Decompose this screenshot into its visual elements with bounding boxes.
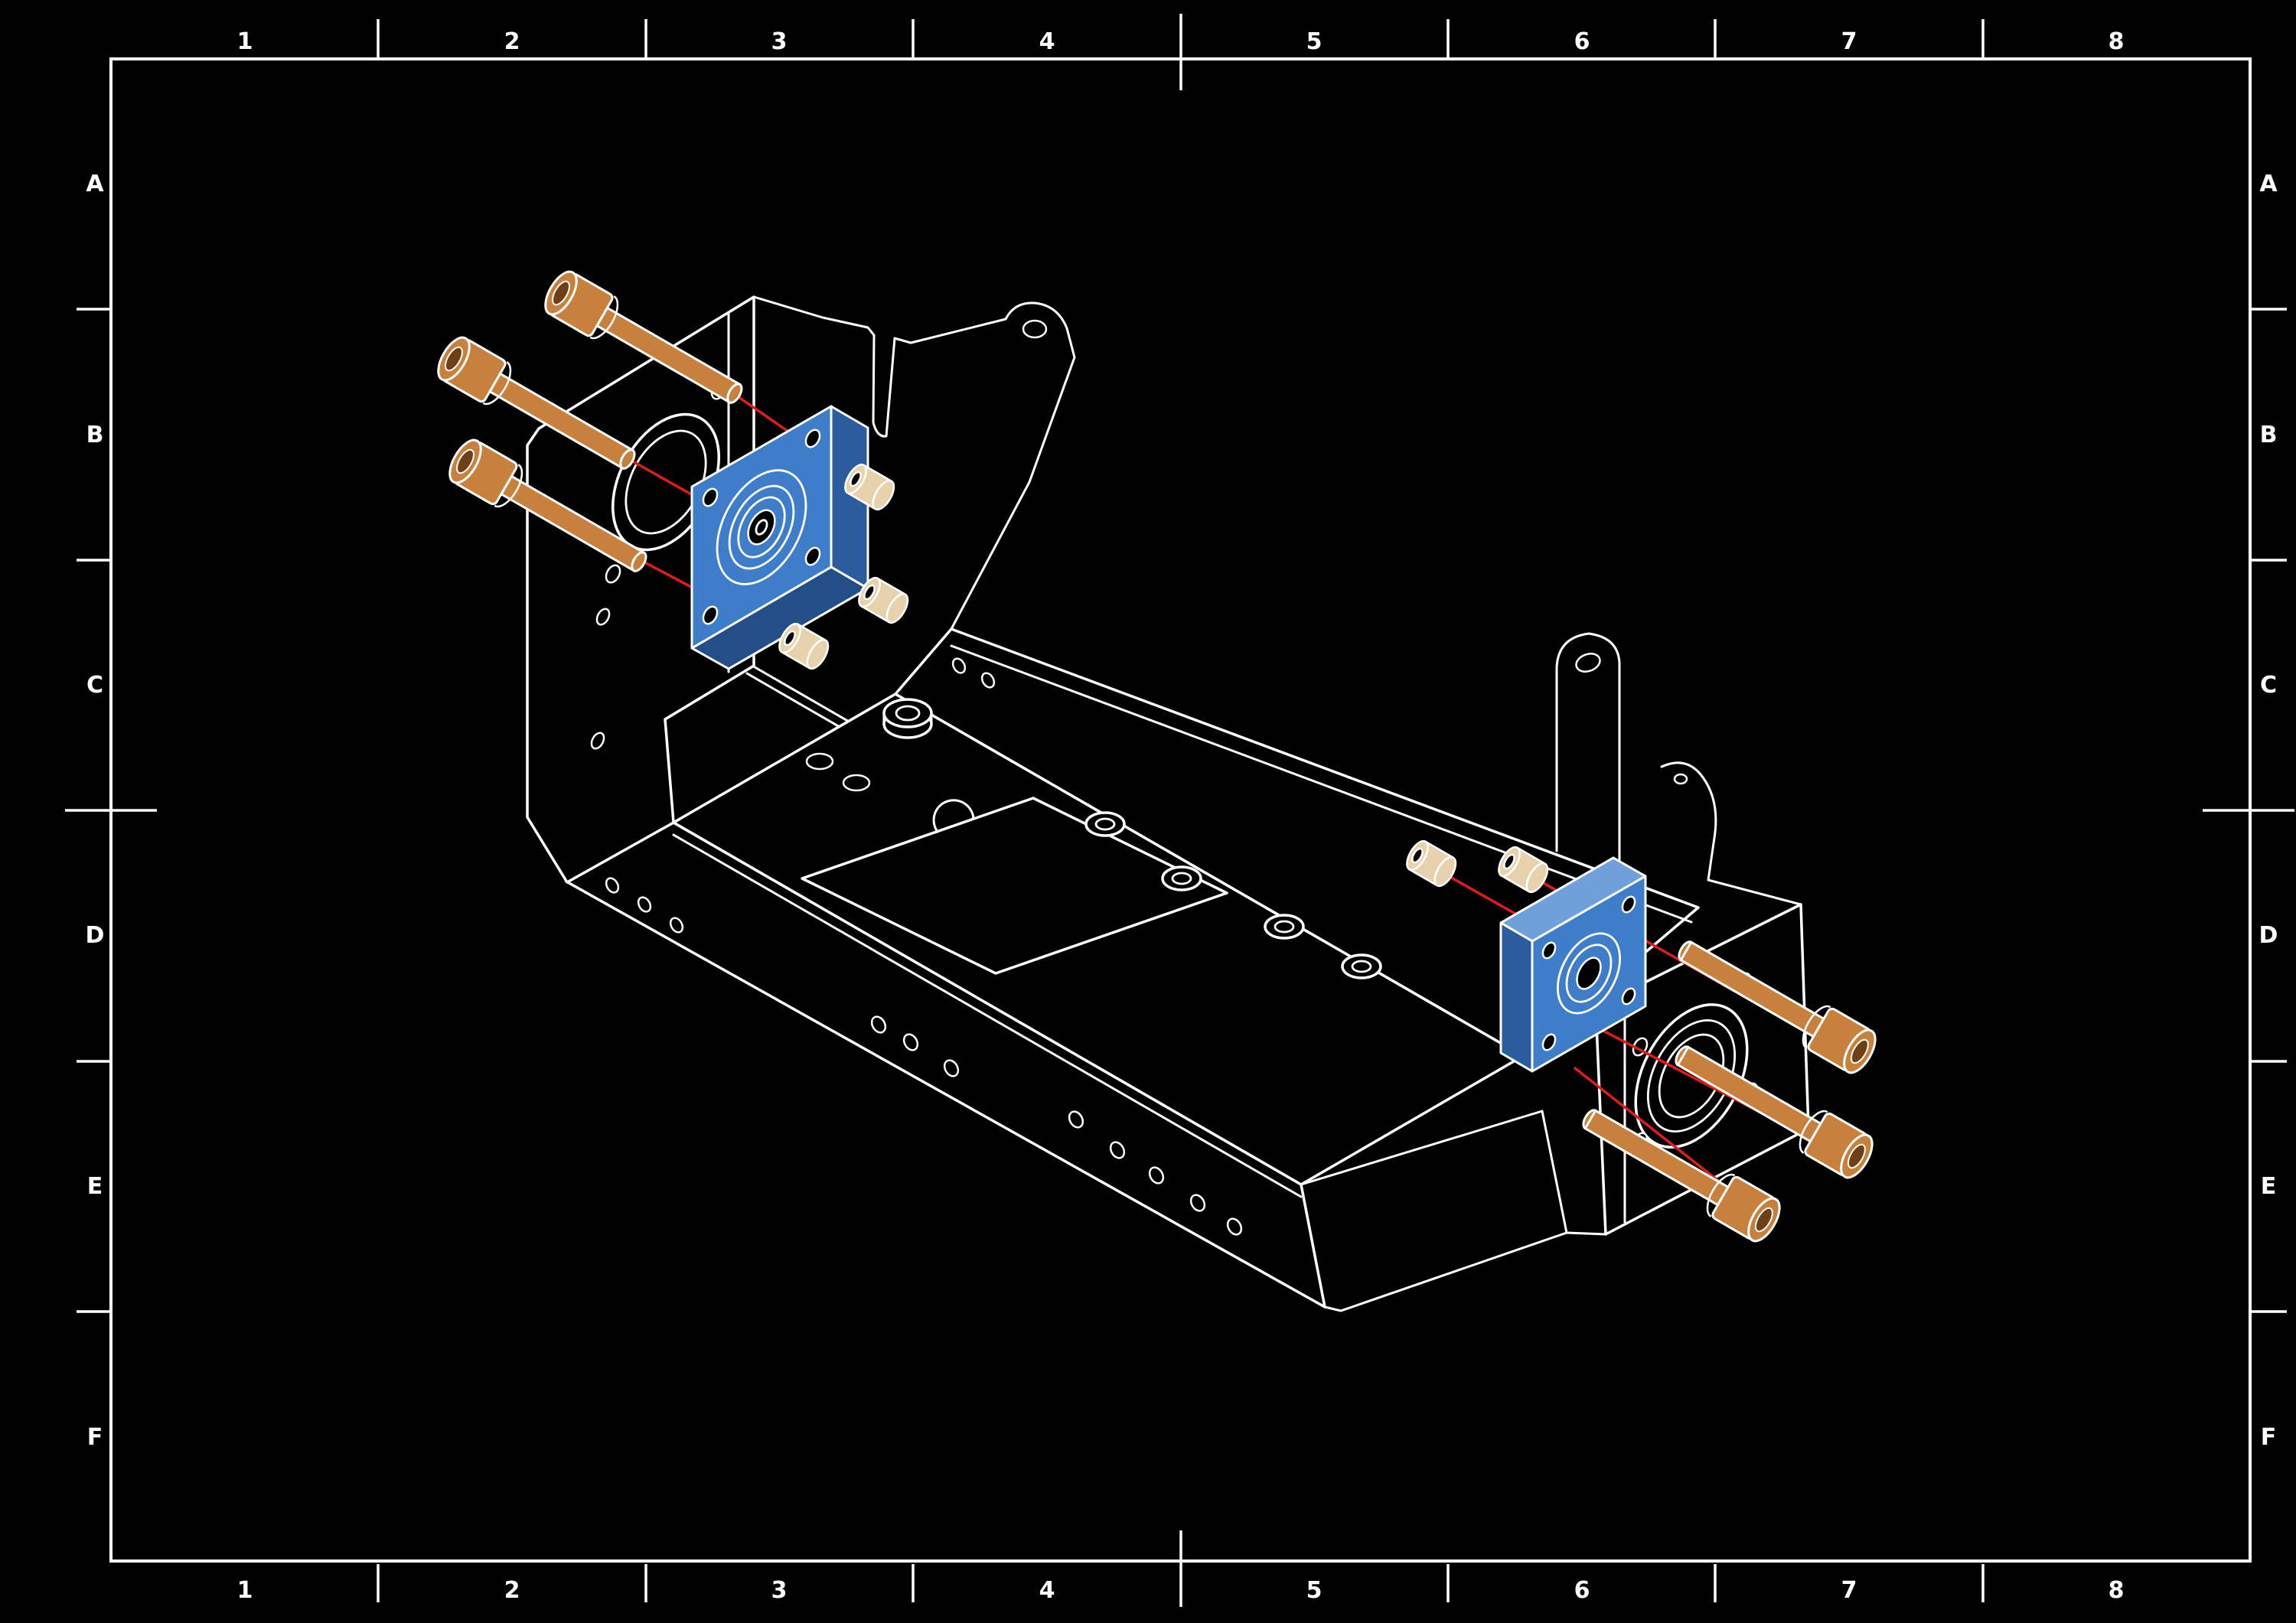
grid-row-label: D [86, 922, 105, 949]
grid-column-label: 4 [1039, 28, 1055, 55]
bearing-rings [1557, 932, 1621, 1015]
chassis-front-wall [565, 821, 1326, 1309]
grid-column-label: 8 [2108, 28, 2125, 55]
grid-column-label: 3 [771, 1577, 788, 1604]
grid-row-label: F [87, 1424, 103, 1451]
grid-column-label: 2 [504, 1577, 520, 1604]
grid-column-label: 6 [1574, 28, 1590, 55]
hex-socket [1754, 1207, 1773, 1233]
grid-row-label: D [2259, 922, 2278, 949]
floor-cutout [801, 797, 1228, 975]
boss-ring [882, 698, 933, 739]
mounting-hole [804, 429, 821, 448]
grid-column-label: 1 [237, 1577, 253, 1604]
socket-head-bolt [448, 438, 647, 572]
mounting-hole [1621, 895, 1636, 914]
cutout-notch [932, 799, 975, 833]
chassis-floor [672, 693, 1525, 1186]
grid-column-label: 7 [1841, 1577, 1857, 1604]
grid-column-label: 4 [1039, 1577, 1055, 1604]
bracket-hole [1022, 319, 1048, 339]
mounting-hole [1541, 941, 1557, 960]
socket-head-bolt [1678, 940, 1877, 1074]
tick-marks [65, 14, 2294, 1607]
grid-row-label: C [2260, 672, 2277, 699]
bearing-block-right [1499, 856, 1647, 1073]
mounting-hole [804, 546, 821, 566]
bolts-left [437, 270, 743, 572]
grid-row-label: B [86, 422, 104, 448]
grid-row-label: A [2259, 171, 2278, 197]
chassis-right-tabs [1555, 632, 1802, 906]
spacer [778, 622, 830, 670]
socket-head-bolt [1675, 1045, 1874, 1179]
mounting-hole [1621, 987, 1636, 1005]
grid-row-label: E [87, 1173, 103, 1200]
spacer [858, 576, 909, 624]
drawing-frame: 1 2 3 4 5 6 7 8 1 2 3 4 5 6 7 8 A B C D … [65, 14, 2294, 1607]
grid-column-label: 2 [504, 28, 520, 55]
socket-head-bolt [437, 336, 636, 470]
hex-socket [1850, 1038, 1869, 1064]
grid-column-label: 1 [237, 28, 253, 55]
socket-head-bolt [1582, 1109, 1781, 1243]
grid-column-label: 3 [771, 28, 788, 55]
bearing-rings [728, 484, 795, 570]
grid-row-label: E [2261, 1173, 2277, 1200]
grid-column-label: 5 [1306, 28, 1322, 55]
socket-head-bolt [544, 270, 743, 404]
spacer [1498, 846, 1549, 894]
grid-row-label: A [86, 171, 104, 197]
bolts-right [1582, 940, 1877, 1243]
mounting-hole [702, 605, 719, 625]
hex-socket [1847, 1143, 1866, 1169]
grid-column-label: 7 [1841, 28, 1857, 55]
spacers [778, 463, 1549, 894]
spacer [1406, 839, 1457, 888]
exploded-assembly-view [437, 270, 1877, 1312]
grid-column-label: 5 [1306, 1577, 1322, 1604]
grid-column-label: 6 [1574, 1577, 1590, 1604]
grid-row-label: C [86, 672, 103, 699]
spacer [844, 463, 895, 511]
floor-grommets [1084, 811, 1382, 979]
grid-row-label: B [2260, 422, 2278, 448]
grid-labels: 1 2 3 4 5 6 7 8 1 2 3 4 5 6 7 8 A B C D … [86, 28, 2278, 1604]
grid-column-label: 8 [2108, 1577, 2125, 1604]
mounting-hole [1541, 1033, 1557, 1051]
tab-hole [1575, 653, 1601, 673]
hex-socket [456, 448, 475, 474]
mounting-hole [702, 487, 719, 507]
bearing-block-left [690, 405, 869, 670]
hex-socket [552, 280, 570, 306]
hex-socket [445, 346, 463, 372]
grid-row-label: F [2261, 1424, 2277, 1451]
